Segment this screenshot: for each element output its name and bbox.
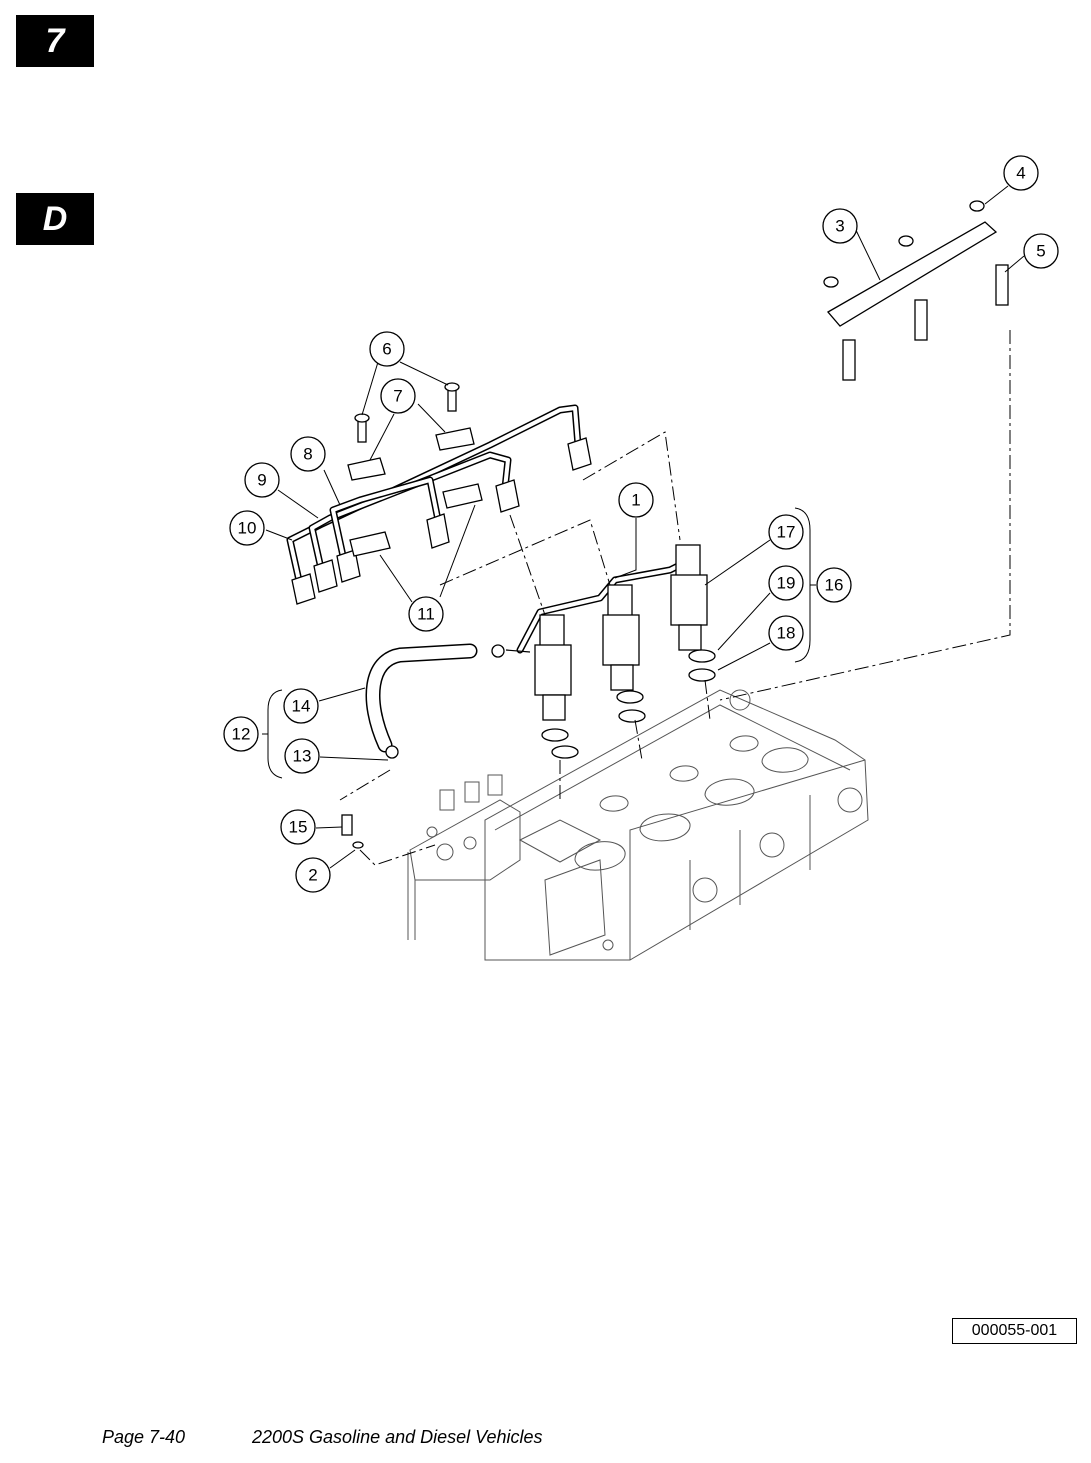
svg-text:4: 4	[1016, 164, 1025, 183]
svg-text:11: 11	[417, 605, 435, 624]
svg-text:19: 19	[777, 574, 796, 593]
svg-text:17: 17	[777, 523, 796, 542]
callout-13: 13	[284, 738, 320, 774]
alignment-lines	[339, 330, 1011, 866]
svg-text:1: 1	[631, 491, 640, 510]
injection-pump	[407, 774, 521, 940]
callout-5: 5	[1023, 233, 1059, 269]
callout-12: 12	[223, 716, 259, 752]
svg-text:3: 3	[835, 217, 844, 236]
injection-pipes	[286, 382, 592, 605]
callout-14: 14	[283, 688, 319, 724]
chapter-tab: 7	[16, 15, 94, 67]
figure-id-box: 000055-001	[952, 1318, 1077, 1344]
callout-2: 2	[295, 857, 331, 893]
svg-text:13: 13	[293, 747, 312, 766]
callout-1: 1	[618, 482, 654, 518]
svg-text:6: 6	[382, 340, 391, 359]
callout-8: 8	[290, 436, 326, 472]
hose-clamp-lower	[385, 745, 399, 759]
injector-washers	[541, 649, 716, 759]
callout-17: 17	[768, 514, 804, 550]
callout-19: 19	[768, 565, 804, 601]
callout-11: 11	[408, 596, 444, 632]
svg-text:2: 2	[308, 866, 317, 885]
svg-text:10: 10	[238, 519, 257, 538]
svg-text:16: 16	[825, 576, 844, 595]
svg-text:14: 14	[292, 697, 311, 716]
callout-10: 10	[229, 510, 265, 546]
svg-text:18: 18	[777, 624, 796, 643]
svg-text:15: 15	[289, 818, 308, 837]
footer-manual-title: 2200S Gasoline and Diesel Vehicles	[252, 1427, 543, 1447]
leader-lines	[262, 185, 1025, 869]
callout-4: 4	[1003, 155, 1039, 191]
hose-clamp-upper	[491, 644, 505, 658]
svg-text:9: 9	[257, 471, 266, 490]
svg-text:8: 8	[303, 445, 312, 464]
section-tab: D	[16, 193, 94, 245]
banjo-bolt	[341, 814, 353, 836]
glow-plug-assembly	[823, 200, 1009, 381]
callout-3: 3	[822, 208, 858, 244]
svg-text:7: 7	[393, 387, 402, 406]
callout-9: 9	[244, 462, 280, 498]
callout-16: 16	[816, 567, 852, 603]
svg-text:5: 5	[1036, 242, 1045, 261]
callout-6: 6	[369, 331, 405, 367]
svg-text:12: 12	[232, 725, 251, 744]
injector-nozzles	[534, 544, 708, 721]
callout-18: 18	[768, 615, 804, 651]
cylinder-head	[484, 689, 869, 961]
callout-15: 15	[280, 809, 316, 845]
callout-7: 7	[380, 378, 416, 414]
footer-page-number: Page 7-40	[102, 1427, 186, 1447]
sealing-washer	[352, 841, 364, 849]
